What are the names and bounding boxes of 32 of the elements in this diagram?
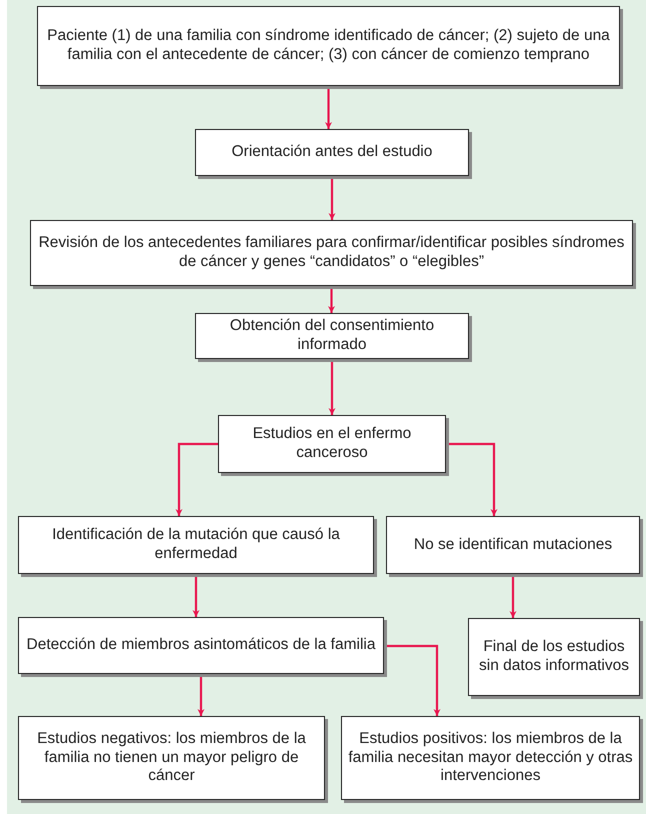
arrow	[176, 442, 218, 516]
arrow	[328, 359, 336, 415]
process-box	[468, 618, 640, 696]
box-text: No se identifican mutaciones	[414, 536, 612, 554]
arrow	[446, 442, 498, 516]
process-box	[30, 220, 633, 286]
process-box	[195, 313, 469, 359]
process-box	[18, 617, 384, 674]
arrow	[325, 86, 332, 129]
box-text: Estudios negativos: los miembros de la familia no tienen un mayor peligro de cáncer	[36, 730, 307, 786]
process-box	[218, 415, 446, 473]
box-text: Orientación antes del estudio	[232, 143, 432, 162]
box-text: Identificación de la mutación que causó la enfermedad	[51, 526, 341, 564]
process-box	[386, 516, 640, 574]
box-text: Estudios en el enfermo canceroso	[252, 425, 412, 463]
process-box	[18, 716, 325, 800]
box-text: Obtención del consentimiento informado	[228, 317, 436, 355]
arrow	[328, 176, 336, 220]
process-box	[195, 129, 469, 176]
arrow	[198, 674, 204, 716]
box-text: Estudios positivos: los miembros de la familia necesitan mayor detección y otras intervenciones	[347, 730, 634, 786]
box-text: Paciente (1) de una familia con síndrome identificado de cáncer; (2) sujeto de una familia con el antecedente de cáncer; (3) con cáncer de comienzo temprano	[46, 27, 611, 65]
box-text: Revisión de los antecedentes familiares para confirmar/identificar posibles síndromes de cáncer y genes “candidatos” o “elegibles”	[38, 234, 626, 272]
box-text: Detección de miembros asintomáticos de la familia	[26, 636, 376, 655]
process-box	[18, 516, 374, 574]
arrow	[384, 644, 440, 716]
arrow	[510, 574, 516, 618]
process-box	[37, 6, 620, 86]
box-text: Final de los estudios sin datos informativos	[478, 638, 630, 676]
arrow	[192, 574, 200, 617]
arrow	[328, 286, 335, 313]
process-box	[341, 716, 640, 800]
